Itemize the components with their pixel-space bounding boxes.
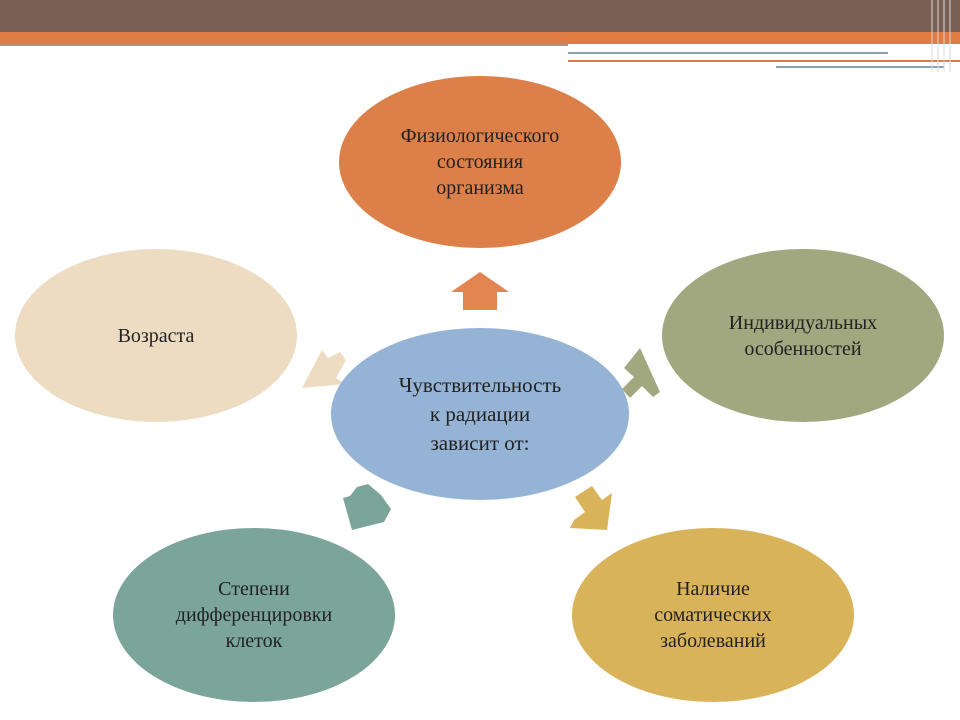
arrow-right-up-icon: [622, 348, 660, 398]
header-divider-line-right: [568, 52, 888, 54]
header-bar: [0, 0, 960, 32]
header-divider-line-right-2: [568, 60, 960, 62]
node-somatic-diseases: Наличие соматических заболеваний: [572, 528, 854, 702]
header-divider-line: [0, 44, 568, 46]
node-age: Возраста: [15, 249, 297, 422]
node-physiological-state: Физиологического состояния организма: [339, 76, 621, 248]
arrow-left-down-icon: [343, 484, 391, 530]
header-divider-line-right-3: [776, 66, 944, 68]
node-cell-differentiation: Степени дифференцировки клеток: [113, 528, 395, 702]
node-individual-features: Индивидуальных особенностей: [662, 249, 944, 422]
arrow-up-icon: [451, 272, 509, 310]
corner-decoration: [931, 0, 951, 72]
arrow-left-up-icon: [302, 350, 346, 388]
header-accent-band: [0, 32, 960, 44]
arrow-right-down-icon: [570, 486, 612, 530]
node-center-radiation-sensitivity: Чувствительность к радиации зависит от:: [331, 328, 629, 500]
